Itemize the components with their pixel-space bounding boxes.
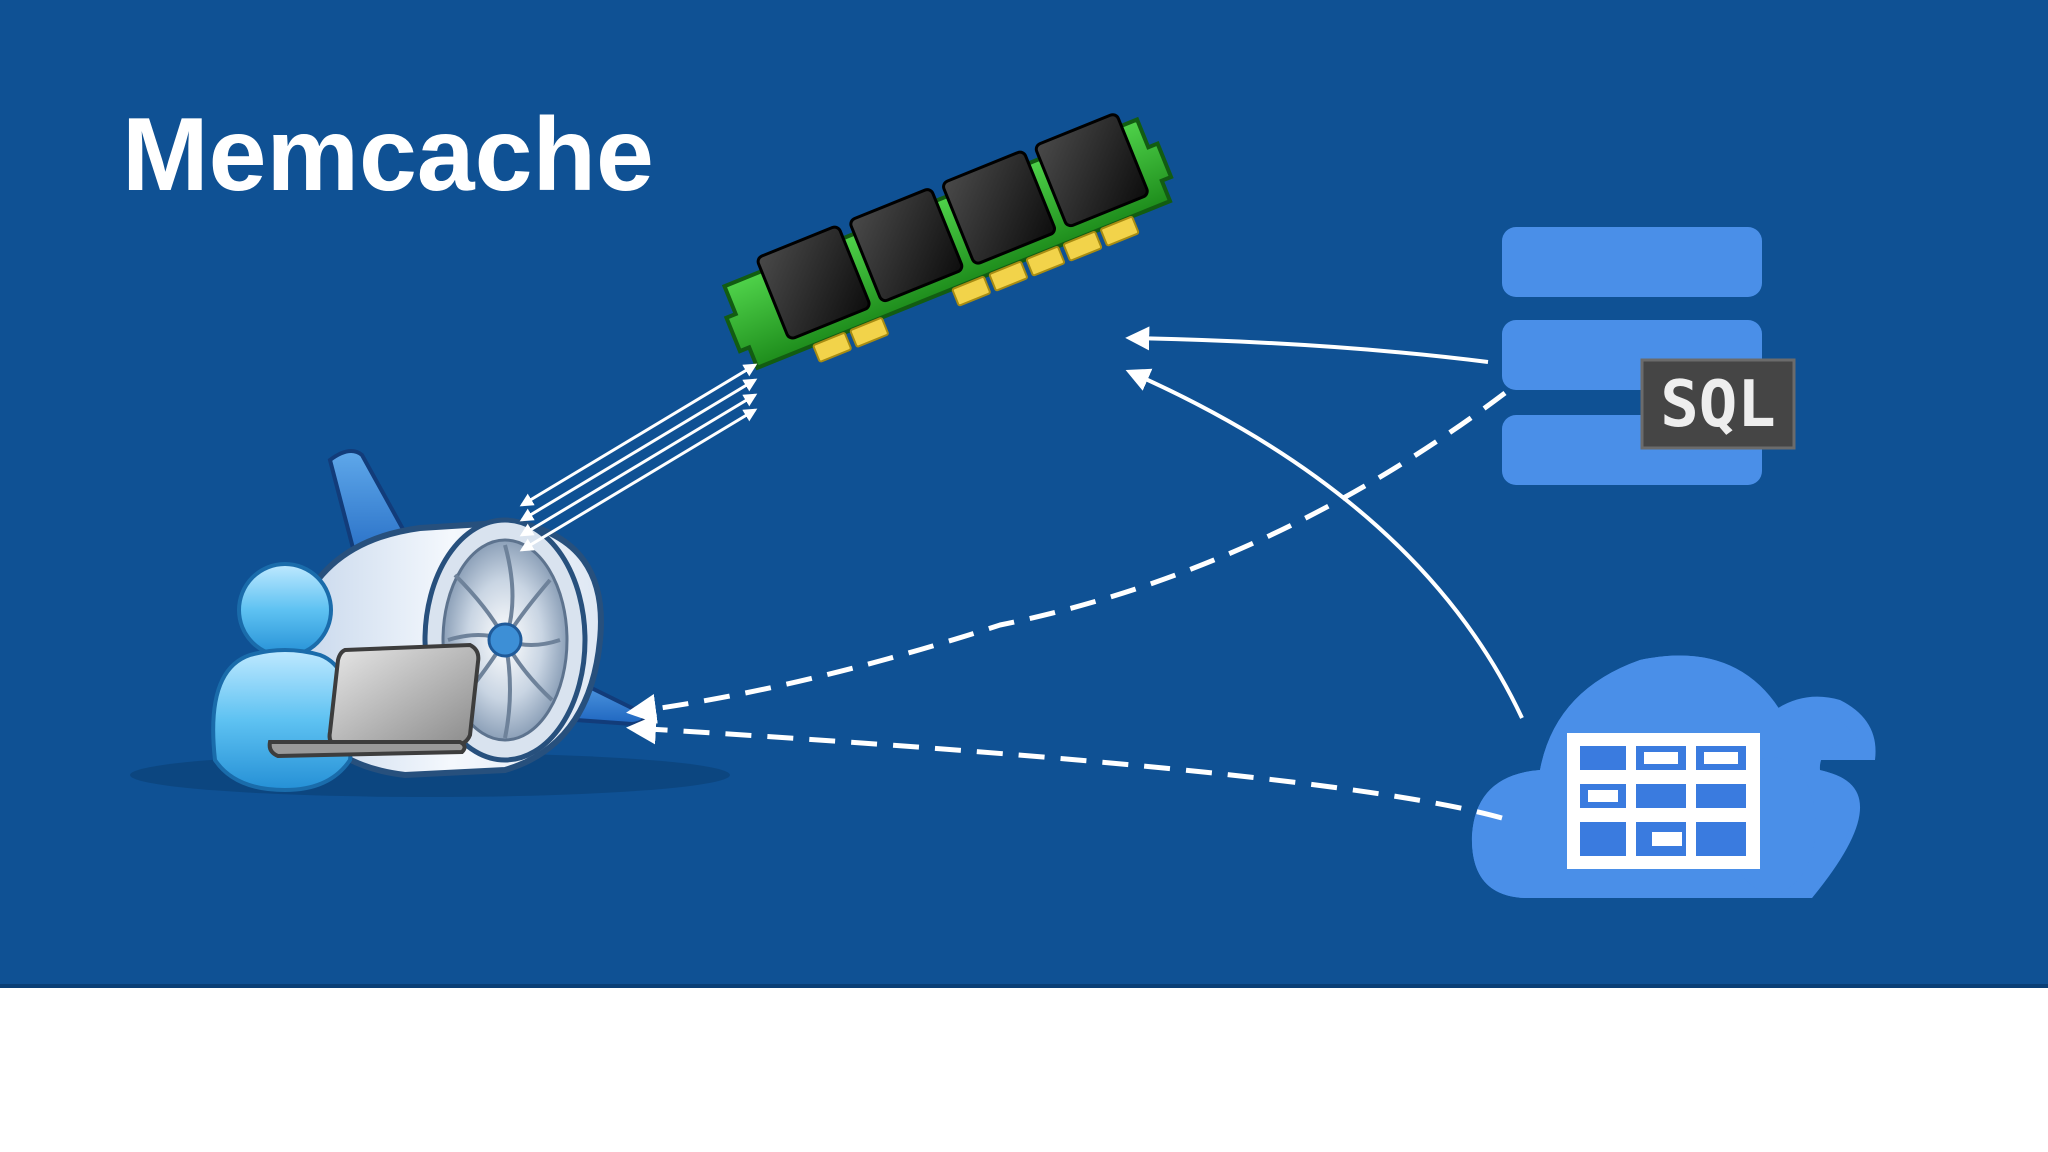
cloud-datastore-icon xyxy=(1471,655,1876,898)
cloud-sql-icon: SQL xyxy=(1502,227,1796,485)
sql-to-memcache-arrow xyxy=(1125,326,1489,364)
slide: Memcache xyxy=(0,0,2048,984)
memcache-link-2 xyxy=(519,378,758,522)
memory-module-icon xyxy=(721,113,1174,371)
slide-bottom-edge xyxy=(0,984,2048,988)
datastore-to-app-dashed-arrow xyxy=(626,714,1503,821)
memcache-link-3 xyxy=(519,393,758,537)
memcache-link-4 xyxy=(519,408,758,552)
app-engine-icon xyxy=(130,449,730,797)
sql-label: SQL xyxy=(1660,368,1776,442)
bottom-margin xyxy=(0,988,2048,1152)
slide-title: Memcache xyxy=(122,97,654,213)
sql-to-app-dashed-arrow xyxy=(626,391,1507,724)
diagram: SQL xyxy=(130,113,1876,898)
datastore-to-memcache-arrow xyxy=(1125,368,1524,719)
memcache-link-1 xyxy=(519,363,758,507)
memcache-connections xyxy=(519,363,758,552)
